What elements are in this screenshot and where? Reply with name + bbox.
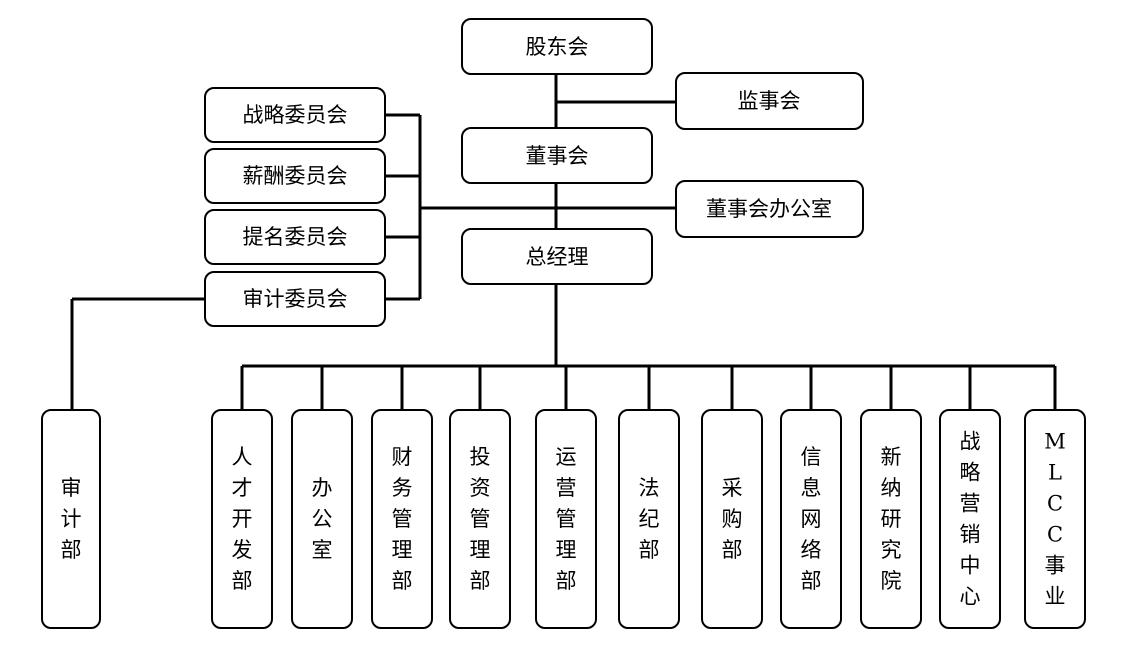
supervisory-board-label: 监事会 <box>738 89 801 113</box>
department-node: 运营管理部 <box>535 409 597 629</box>
committee-compensation: 薪酬委员会 <box>204 148 386 204</box>
committee-audit: 审计委员会 <box>204 271 386 327</box>
supervisory-board-node: 监事会 <box>675 72 864 130</box>
board-label: 董事会 <box>526 144 589 168</box>
department-node: 战略营销中心 <box>939 409 1001 629</box>
committee-label: 薪酬委员会 <box>243 164 348 188</box>
board-office-label: 董事会办公室 <box>706 197 832 221</box>
department-label: 新纳研究院 <box>881 445 902 593</box>
department-label: 人才开发部 <box>232 445 253 593</box>
department-label: 采购部 <box>722 476 743 562</box>
department-label: 办公室 <box>312 476 333 562</box>
board-node: 董事会 <box>461 127 653 184</box>
department-node: 采购部 <box>701 409 763 629</box>
department-label: 法纪部 <box>639 476 660 562</box>
audit-department-label: 审计部 <box>61 476 82 562</box>
department-drop-lines <box>240 366 1057 410</box>
department-label: 投资管理部 <box>470 445 491 593</box>
committee-label: 提名委员会 <box>243 225 348 249</box>
committee-strategy: 战略委员会 <box>204 87 386 143</box>
department-node: 新纳研究院 <box>860 409 922 629</box>
department-label: 运营管理部 <box>556 445 577 593</box>
committee-nomination: 提名委员会 <box>204 209 386 265</box>
department-boxes: 人才开发部 办公室 财务管理部 投资管理部 运营管理部 法纪部 采购部 信息网络部 新纳研究院 战… <box>211 409 1086 629</box>
shareholders-label: 股东会 <box>526 35 589 59</box>
audit-department-node: 审计部 <box>41 409 101 629</box>
committee-label: 审计委员会 <box>243 287 348 311</box>
department-node: 财务管理部 <box>371 409 433 629</box>
department-node: 投资管理部 <box>449 409 511 629</box>
department-label: 财务管理部 <box>392 445 413 593</box>
department-node: 人才开发部 <box>211 409 273 629</box>
board-office-node: 董事会办公室 <box>675 180 864 238</box>
general-manager-label: 总经理 <box>526 245 589 269</box>
general-manager-node: 总经理 <box>461 228 653 285</box>
shareholders-node: 股东会 <box>461 18 653 75</box>
department-label: 信息网络部 <box>801 445 822 593</box>
committee-label: 战略委员会 <box>243 103 348 127</box>
department-node: 办公室 <box>291 409 353 629</box>
department-node: 信息网络部 <box>780 409 842 629</box>
department-label: 战略营销中心 <box>960 430 981 609</box>
department-node: 法纪部 <box>618 409 680 629</box>
